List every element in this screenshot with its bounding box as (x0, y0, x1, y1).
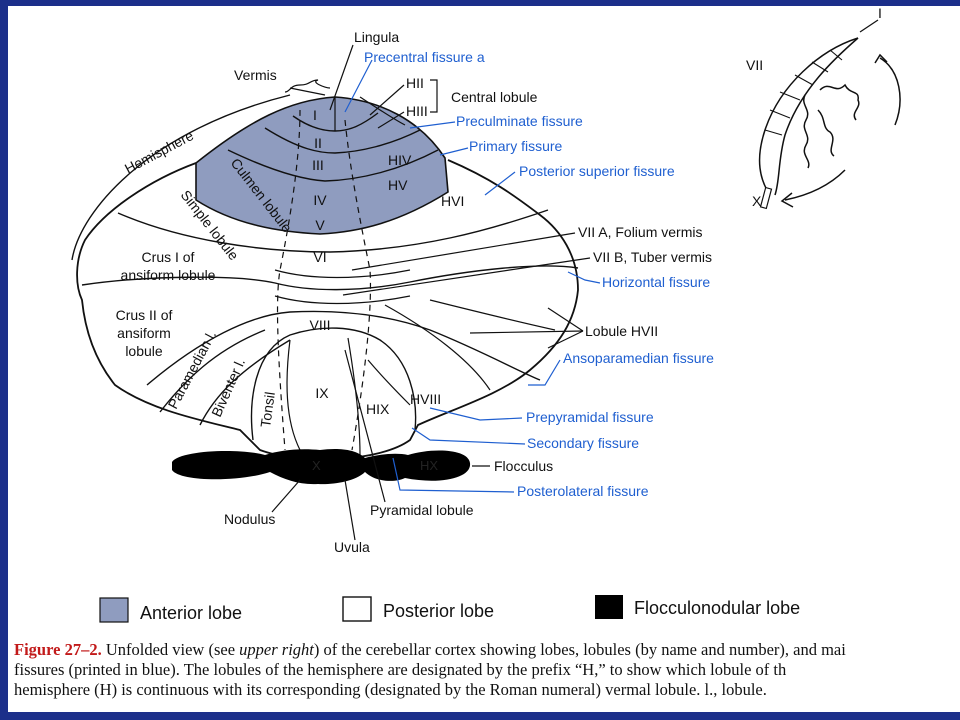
label-lobule-hvii: Lobule HVII (585, 323, 658, 339)
label-crus2-line2: ansiform (117, 325, 171, 341)
label-hvi: HVI (441, 193, 464, 209)
inset-label-i: I (878, 5, 882, 21)
label-hv: HV (388, 177, 408, 193)
label-horizontal-fissure: Horizontal fissure (602, 274, 710, 290)
label-pyramidal-lobule: Pyramidal lobule (370, 502, 474, 518)
inset-label-x: X (752, 193, 762, 209)
caption-line-3: hemisphere (H) is continuous with its co… (14, 680, 767, 699)
label-paramedian: Paramedian l. (165, 328, 220, 412)
label-hiv: HIV (388, 152, 412, 168)
label-tonsil: Tonsil (257, 391, 278, 429)
label-secondary-fissure: Secondary fissure (527, 435, 639, 451)
label-vermal-vi: VI (313, 249, 326, 265)
label-biventer: Biventer l. (208, 356, 248, 419)
label-posterior-superior-fissure: Posterior superior fissure (519, 163, 675, 179)
label-viia: VII A, Folium vermis (578, 224, 702, 240)
inset-label-vii: VII (746, 57, 763, 73)
label-vermal-iii: III (312, 157, 324, 173)
legend-swatch-posterior (342, 596, 372, 622)
label-precentral-fissure: Precentral fissure a (364, 49, 485, 65)
label-crus2-line3: lobule (125, 343, 163, 359)
label-central-lobule: Central lobule (451, 89, 538, 105)
label-posterolateral-fissure: Posterolateral fissure (517, 483, 649, 499)
label-crus1-line1: Crus I of (142, 249, 195, 265)
cerebellum-diagram: Lingula Precentral fissure a Vermis Hemi… (71, 5, 901, 623)
label-crus2-line1: Crus II of (116, 307, 173, 323)
label-vermal-ii: II (314, 135, 322, 151)
legend-flocculonodular: Flocculonodular lobe (634, 598, 800, 618)
label-preculminate-fissure: Preculminate fissure (456, 113, 583, 129)
label-hiii: HIII (406, 103, 428, 119)
label-prepyramidal-fissure: Prepyramidal fissure (526, 409, 654, 425)
anterior-lobe-region (195, 96, 449, 235)
label-vermal-viii: VIII (309, 317, 330, 333)
label-x: X (312, 458, 321, 473)
label-primary-fissure: Primary fissure (469, 138, 563, 154)
label-vermis: Vermis (234, 67, 277, 83)
caption-line-1: Figure 27–2. Unfolded view (see upper ri… (14, 640, 846, 659)
label-ansoparamedian-fissure: Ansoparamedian fissure (563, 350, 714, 366)
legend-posterior: Posterior lobe (383, 601, 494, 621)
label-flocculus: Flocculus (494, 458, 553, 474)
label-lingula: Lingula (354, 29, 399, 45)
label-vermal-iv: IV (313, 192, 327, 208)
figure-caption: Figure 27–2. Unfolded view (see upper ri… (14, 640, 954, 700)
caption-figure-label: Figure 27–2. (14, 640, 102, 659)
legend: Anterior lobe Posterior lobe Flocculonod… (99, 595, 800, 623)
label-hii: HII (406, 75, 424, 91)
caption-line-2: fissures (printed in blue). The lobules … (14, 660, 787, 679)
label-hemisphere: Hemisphere (122, 127, 196, 177)
unfolding-inset: VII I X (746, 5, 901, 210)
flocculonodular-lobe-region (172, 448, 471, 485)
label-vermal-ix: IX (315, 385, 329, 401)
label-vermal-i: I (313, 107, 317, 123)
label-hx: HX (420, 458, 438, 473)
label-hviii: HVIII (410, 391, 441, 407)
legend-swatch-anterior (99, 597, 129, 623)
legend-anterior: Anterior lobe (140, 603, 242, 623)
legend-swatch-flocculonodular (595, 595, 623, 619)
label-nodulus: Nodulus (224, 511, 275, 527)
label-viib: VII B, Tuber vermis (593, 249, 712, 265)
label-crus1-line2: ansiform lobule (121, 267, 216, 283)
label-hix: HIX (366, 401, 390, 417)
label-uvula: Uvula (334, 539, 370, 555)
label-vermal-v: V (315, 217, 325, 233)
